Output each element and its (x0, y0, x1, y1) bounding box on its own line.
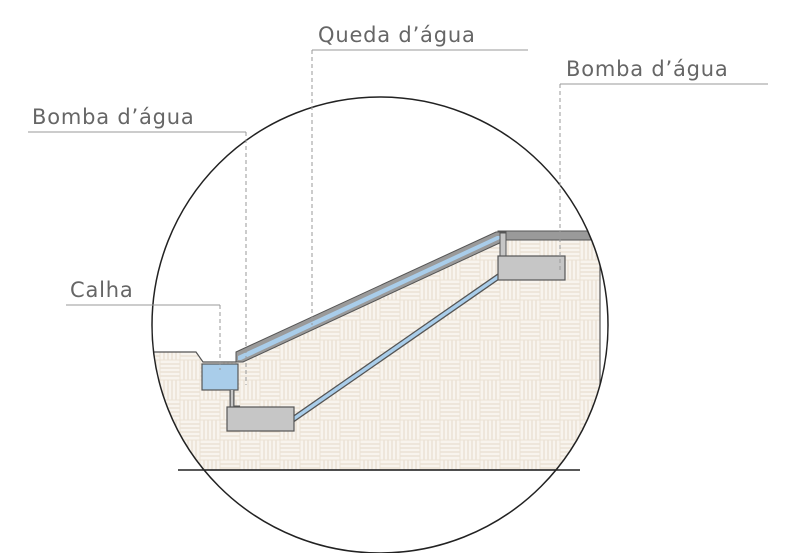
label-bomba-dagua-right: Bomba d’água (566, 57, 729, 81)
buried-pipe-water (291, 270, 506, 422)
water-pump-right (497, 255, 566, 281)
top-riser-pipe (499, 232, 507, 258)
label-queda-dagua: Queda d’água (318, 23, 476, 47)
water-pump-left (226, 406, 295, 432)
magnifier-circle (151, 96, 609, 553)
waterfall-water (238, 236, 502, 360)
label-bomba-dagua-left: Bomba d’água (32, 105, 195, 129)
label-underlines (28, 49, 768, 306)
plateau-cap (497, 230, 601, 241)
leader-lines (219, 50, 561, 385)
label-calha: Calha (70, 278, 134, 302)
calha-box (201, 363, 239, 391)
